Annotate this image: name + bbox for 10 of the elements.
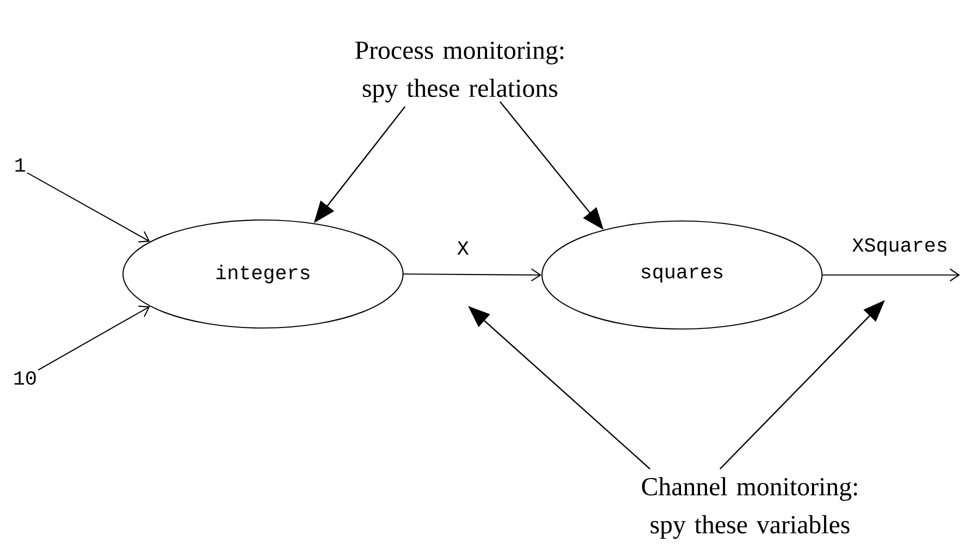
arrow bbox=[38, 306, 150, 370]
arrow bbox=[404, 268, 542, 282]
annotation-text: Channel monitoring: spy these variables bbox=[642, 477, 857, 539]
edge-label: X bbox=[456, 240, 470, 256]
edge-label: XSquares bbox=[851, 237, 950, 257]
arrow bbox=[26, 172, 150, 242]
input-label: 1 bbox=[15, 158, 26, 172]
input-label: 10 bbox=[14, 371, 36, 385]
annotation-text: Process monitoring: spy these relations bbox=[355, 42, 564, 102]
arrow bbox=[822, 268, 960, 282]
